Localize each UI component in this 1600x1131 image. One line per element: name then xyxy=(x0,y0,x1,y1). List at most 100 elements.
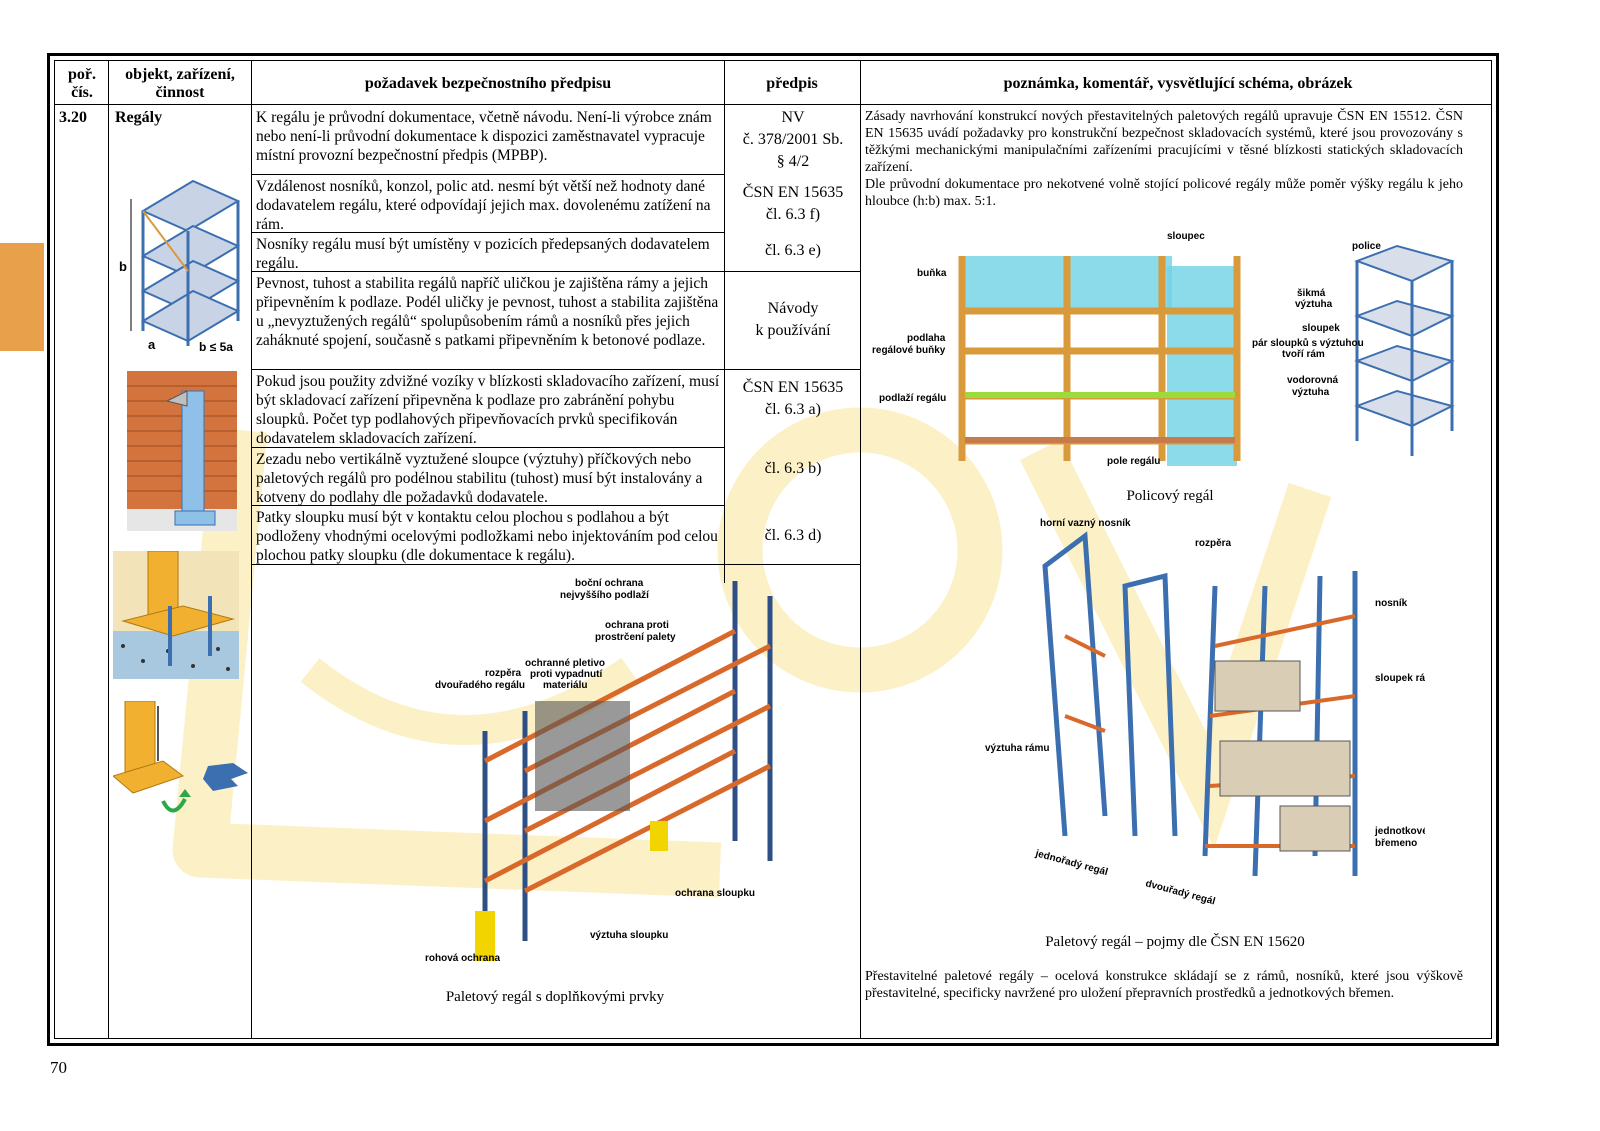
row-divider xyxy=(251,369,860,370)
regulation-line: čl. 6.3 b) xyxy=(764,460,822,477)
wall-anchor-illustration xyxy=(127,371,237,531)
regulation-ref: čl. 6.3 d) xyxy=(727,525,859,547)
header-divider xyxy=(55,104,1491,105)
diagram-label: police xyxy=(1352,241,1381,252)
diagram-label: horní vazný nosník xyxy=(1040,518,1131,529)
diagram-label: výztuha rámu xyxy=(985,743,1049,754)
regulation-ref: čl. 6.3 e) xyxy=(727,240,859,262)
regulation-line: Návody xyxy=(767,300,819,317)
shelf-rack-illustration: sloupec buňka podlaha regálové buňky pod… xyxy=(872,231,1455,467)
regulation-line: čl. 6.3 e) xyxy=(765,242,821,259)
row-divider xyxy=(251,232,725,233)
header-number: poř. čís. xyxy=(68,66,96,101)
diagram-label: rozpěra xyxy=(1195,538,1232,549)
diagram-label: pár sloupků s výztuhou xyxy=(1252,337,1364,349)
regulation-line: čl. 6.3 d) xyxy=(764,527,822,544)
diagram-label: vodorovná xyxy=(1287,375,1339,386)
note-paragraph: Přestavitelné paletové regály – ocelová … xyxy=(865,969,1463,1001)
regulation-ref: ČSN EN 15635 čl. 6.3 f) xyxy=(727,182,859,226)
base-shim-illustration xyxy=(113,701,248,813)
pallet-rack-terms-illustration: horní vazný nosník rozpěra nosník sloupe… xyxy=(985,518,1425,908)
diagram-label: nosník xyxy=(1375,598,1408,609)
requirement-text: Pevnost, tuhost a stabilita regálů napří… xyxy=(256,275,719,349)
diagram-label: výztuha xyxy=(1292,387,1330,398)
diagram-label: buňka xyxy=(917,268,947,279)
requirement-text: K regálu je průvodní dokumentace, včetně… xyxy=(256,109,712,164)
diagram-label: ochranné pletivo xyxy=(525,658,605,669)
row-divider xyxy=(251,271,860,272)
diagram-label: šikmá xyxy=(1297,288,1326,299)
row-divider xyxy=(251,564,860,565)
table-inner: poř. čís. objekt, zařízení, činnost poža… xyxy=(54,60,1492,1039)
col-divider xyxy=(860,61,861,1038)
regulation-line: ČSN EN 15635 xyxy=(742,184,844,201)
label-a: a xyxy=(148,337,156,351)
table-frame: poř. čís. objekt, zařízení, činnost poža… xyxy=(47,53,1499,1046)
regulation-line: čl. 6.3 a) xyxy=(765,401,821,418)
diagram-label: výztuha sloupku xyxy=(590,930,668,941)
note-paragraph: Zásady navrhování konstrukcí nových přes… xyxy=(865,109,1463,175)
diagram-label: jednořadý regál xyxy=(1033,848,1109,878)
header-note: poznámka, komentář, vysvětlující schéma,… xyxy=(1003,75,1353,92)
diagram-label: dvouřadý regál xyxy=(1144,878,1216,907)
row-number: 3.20 xyxy=(59,109,87,126)
caption-pallet-extras: Paletový regál s doplňkovými prvky xyxy=(445,989,665,1005)
requirement-text: Nosníky regálu musí být umístěny v pozic… xyxy=(256,236,710,272)
regulation-line: ČSN EN 15635 xyxy=(742,379,844,396)
requirement-text: Vzdálenost nosníků, konzol, polic atd. n… xyxy=(256,178,711,233)
diagram-label: rozpěra xyxy=(485,668,522,679)
regulation-ref: ČSN EN 15635 čl. 6.3 a) xyxy=(727,377,859,421)
row-divider xyxy=(251,174,725,175)
diagram-label: ochrana sloupku xyxy=(675,888,755,899)
label-ratio: b ≤ 5a xyxy=(199,340,233,351)
header-regulation: předpis xyxy=(766,75,818,92)
caption-shelf-rack: Policový regál xyxy=(1126,488,1214,504)
page-number: 70 xyxy=(50,1058,67,1077)
diagram-label: podlaží regálu xyxy=(879,393,946,404)
row-divider xyxy=(251,447,725,448)
regulation-ref: Návody k používání xyxy=(727,298,859,342)
col-divider xyxy=(251,61,252,1038)
regulation-line: § 4/2 xyxy=(776,153,810,170)
requirement-text: Zezadu nebo vertikálně vyztužené sloupce… xyxy=(256,451,703,506)
diagram-label: podlaha xyxy=(907,333,946,344)
diagram-label: výztuha xyxy=(1295,299,1333,310)
diagram-label: nejvyššího podlaží xyxy=(560,590,650,601)
requirement-text: Patky sloupku musí být v kontaktu celou … xyxy=(256,509,718,564)
caption-pallet-terms: Paletový regál – pojmy dle ČSN EN 15620 xyxy=(1045,934,1305,950)
diagram-label: dvouřadého regálu xyxy=(435,680,525,691)
regulation-line: k používání xyxy=(755,322,831,339)
row-divider xyxy=(251,505,725,506)
regulation-ref: NV č. 378/2001 Sb. § 4/2 xyxy=(727,107,859,173)
regulation-line: NV xyxy=(781,109,805,126)
header-requirement: požadavek bezpečnostního předpisu xyxy=(364,75,612,92)
diagram-label: jednotkové xyxy=(1374,826,1425,837)
header-object: objekt, zařízení, činnost xyxy=(125,66,235,101)
small-shelf-rack-illustration: b a b ≤ 5a xyxy=(119,179,241,351)
diagram-label: pole regálu xyxy=(1107,456,1160,467)
diagram-label: tvoří rám xyxy=(1282,349,1325,360)
diagram-label: sloupec xyxy=(1167,231,1205,242)
diagram-label: břemeno xyxy=(1375,838,1417,849)
diagram-label: prostrčení palety xyxy=(595,632,676,643)
diagram-label: materiálu xyxy=(543,680,587,691)
regulation-line: čl. 6.3 f) xyxy=(765,206,821,223)
regulation-line: č. 378/2001 Sb. xyxy=(742,131,844,148)
diagram-label: rohová ochrana xyxy=(425,953,500,964)
diagram-label: sloupek xyxy=(1302,323,1340,334)
diagram-label: regálové buňky xyxy=(872,345,946,356)
base-plate-concrete-illustration xyxy=(113,551,239,679)
pallet-rack-extras-illustration: boční ochrana nejvyššího podlaží ochrana… xyxy=(425,578,773,964)
col-divider xyxy=(108,61,109,1038)
label-b: b xyxy=(119,259,127,274)
col-divider xyxy=(724,61,725,583)
note-paragraph: Dle průvodní dokumentace pro nekotvené v… xyxy=(865,177,1463,209)
chapter-tab-marker xyxy=(0,243,44,351)
diagram-label: boční ochrana xyxy=(575,578,644,589)
row-object: Regály xyxy=(115,109,163,126)
regulation-ref: čl. 6.3 b) xyxy=(727,458,859,480)
diagram-label: sloupek rámu xyxy=(1375,673,1425,684)
diagram-label: ochrana proti xyxy=(605,620,669,631)
requirement-text: Pokud jsou použity zdvižné vozíky v blíz… xyxy=(256,373,720,447)
diagram-label: proti vypadnutí xyxy=(530,669,603,680)
